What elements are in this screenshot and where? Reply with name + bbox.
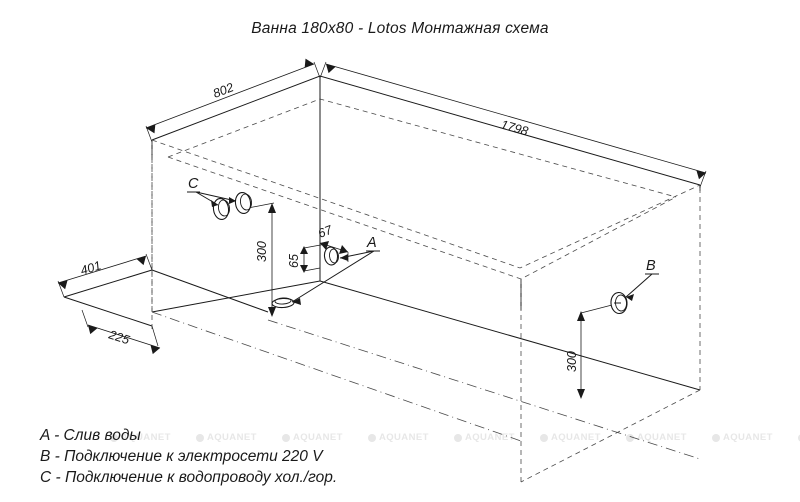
- leader-b-arrow: [626, 294, 634, 301]
- front-panel-bottom-edge: [319, 280, 701, 391]
- arrow-1798-right: [696, 170, 706, 180]
- arrow-67-right: [339, 245, 348, 254]
- top-inner-rim-back: [167, 98, 677, 198]
- arrow-401-right: [136, 256, 146, 266]
- arrow-802-right: [304, 58, 314, 68]
- leader-a-2: [291, 250, 375, 303]
- leader-c-1-arrow: [211, 200, 218, 207]
- page-title: Ванна 180x80 - Lotos Монтажная схема: [251, 20, 549, 37]
- water-supply-port-1: [212, 197, 231, 221]
- floor-plane-line-a: [151, 311, 522, 442]
- marker-label-c: C: [188, 176, 199, 192]
- ext-300-electric: [580, 304, 613, 314]
- arrow-67-left: [320, 241, 329, 250]
- dim-label-300-electric: 300: [565, 351, 579, 372]
- leader-a-1-arrow: [340, 254, 348, 261]
- arrow-225-left: [88, 325, 98, 335]
- arrow-65-bottom: [300, 265, 308, 273]
- leader-a-2-arrow: [292, 298, 301, 305]
- dim-line-225: [87, 324, 161, 349]
- top-outer-front-edges-hidden: [151, 139, 701, 269]
- arrow-802-left: [146, 124, 156, 134]
- legend-line-c: C - Подключение к водопроводу хол./гор.: [40, 469, 338, 486]
- arrow-300-water-top: [268, 203, 276, 213]
- ext-802-right: [313, 61, 321, 79]
- dim-line-1798: [325, 63, 707, 174]
- arrow-300-electric-top: [577, 311, 585, 321]
- dim-label-67: 67: [316, 222, 335, 240]
- ext-225-c: [81, 309, 89, 328]
- drain-wall-port: [323, 246, 339, 266]
- dim-label-401: 401: [79, 258, 103, 277]
- electric-port: [610, 291, 628, 315]
- leader-c-2-arrow: [229, 197, 236, 204]
- dim-label-802: 802: [211, 80, 236, 101]
- dim-label-225: 225: [106, 327, 131, 347]
- dim-line-802: [145, 63, 315, 129]
- arrow-1798-left: [326, 64, 336, 74]
- ext-300-water: [247, 202, 275, 209]
- ext-1798-left: [319, 61, 327, 79]
- left-panel-bottom-edge: [151, 280, 321, 313]
- drain-floor-port: [271, 297, 295, 309]
- ext-1798-right: [699, 170, 707, 188]
- dim-label-1798: 1798: [499, 117, 530, 138]
- arrow-401-left: [58, 280, 68, 290]
- top-inner-rim-front: [167, 156, 677, 280]
- plan-edge-1: [63, 269, 153, 298]
- leader-b: [625, 273, 653, 298]
- ext-65-b: [303, 267, 321, 272]
- ext-401-a: [57, 280, 65, 298]
- legend-line-a: A - Слив воды: [40, 427, 141, 444]
- arrow-300-electric-bottom: [577, 389, 585, 399]
- arrow-65-top: [300, 246, 308, 254]
- plan-edge-2: [151, 269, 269, 313]
- ext-802-left: [145, 125, 153, 143]
- arrow-300-water-bottom: [268, 307, 276, 317]
- marker-label-a: A: [366, 235, 377, 251]
- marker-label-b: B: [646, 258, 656, 274]
- ext-401-b: [145, 253, 153, 271]
- legend: A - Слив воды B - Подключение к электрос…: [40, 425, 337, 488]
- ext-225-b: [151, 325, 159, 347]
- ext-65-a: [303, 243, 327, 249]
- water-supply-port-2: [234, 191, 253, 215]
- plan-edge-3: [63, 296, 153, 327]
- legend-line-b: B - Подключение к электросети 220 V: [40, 448, 323, 465]
- arrow-225-right: [150, 344, 160, 355]
- dim-label-65: 65: [287, 254, 301, 268]
- right-panel-bottom-edge-hidden: [520, 389, 701, 483]
- dim-line-401: [57, 255, 147, 284]
- dim-label-300-water: 300: [255, 241, 269, 262]
